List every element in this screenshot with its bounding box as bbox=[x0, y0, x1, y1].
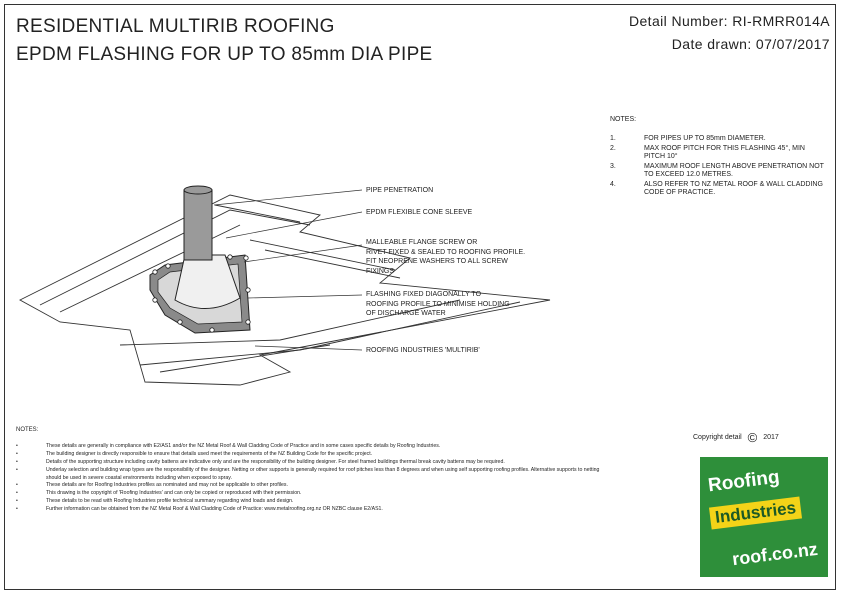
bottom-note-item: •The building designer is directly respo… bbox=[16, 450, 373, 457]
callout-diagonal: FLASHING FIXED DIAGONALLY TO ROOFING PRO… bbox=[366, 291, 510, 317]
title-line-1: RESIDENTIAL MULTIRIB ROOFING bbox=[16, 16, 335, 37]
bottom-note-item: •These details are generally in complian… bbox=[16, 442, 441, 449]
notes-right: NOTES: 1.FOR PIPES UP TO 85mm DIAMETER. … bbox=[610, 116, 825, 199]
copyright: Copyright detail © 2017 bbox=[693, 430, 779, 445]
note-item: 2.MAX ROOF PITCH FOR THIS FLASHING 45°, … bbox=[610, 145, 805, 160]
note-item: 3.MAXIMUM ROOF LENGTH ABOVE PENETRATION … bbox=[610, 163, 824, 178]
logo-line-3: roof.co.nz bbox=[731, 538, 819, 570]
bottom-note-item: •These details to be read with Roofing I… bbox=[16, 498, 294, 505]
copyright-year: 2017 bbox=[763, 434, 779, 441]
detail-number: Detail Number: RI-RMRR014A bbox=[628, 13, 830, 29]
bottom-note-item: •This drawing is the copyright of 'Roofi… bbox=[16, 490, 302, 497]
pipe bbox=[183, 189, 213, 261]
logo-line-2: Industries bbox=[708, 496, 803, 530]
copyright-icon: © bbox=[747, 430, 758, 445]
bottom-note-item: •Details of the supporting structure inc… bbox=[16, 458, 505, 465]
note-item: 1.FOR PIPES UP TO 85mm DIAMETER. bbox=[610, 135, 766, 142]
bottom-note-item: •Underlay selection and building wrap ty… bbox=[16, 466, 600, 481]
bottom-notes: NOTES: •These details are generally in c… bbox=[16, 427, 616, 514]
title-line-2: EPDM FLASHING FOR UP TO 85mm DIA PIPE bbox=[16, 44, 433, 65]
callout-flange: MALLEABLE FLANGE SCREW OR RIVET FIXED & … bbox=[366, 239, 526, 275]
drawing-border bbox=[4, 4, 836, 590]
bottom-note-item: •These details are for Roofing Industrie… bbox=[16, 482, 288, 489]
roofing-industries-logo: Roofing Industries roof.co.nz bbox=[700, 457, 828, 577]
callout-sleeve: EPDM FLEXIBLE CONE SLEEVE bbox=[366, 209, 473, 216]
bottom-note-item: •Further information can be obtained fro… bbox=[16, 506, 383, 513]
callout-profile: ROOFING INDUSTRIES 'MULTIRIB' bbox=[366, 347, 480, 354]
bottom-notes-heading: NOTES: bbox=[16, 427, 39, 433]
copyright-label: Copyright detail bbox=[693, 434, 742, 441]
notes-heading: NOTES: bbox=[610, 116, 637, 123]
date-drawn: Date drawn: 07/07/2017 bbox=[671, 36, 830, 52]
note-item: 4.ALSO REFER TO NZ METAL ROOF & WALL CLA… bbox=[610, 181, 823, 196]
logo-line-1: Roofing bbox=[706, 466, 781, 497]
callout-pipe: PIPE PENETRATION bbox=[366, 187, 434, 194]
epdm-cone-sleeve bbox=[174, 254, 241, 309]
